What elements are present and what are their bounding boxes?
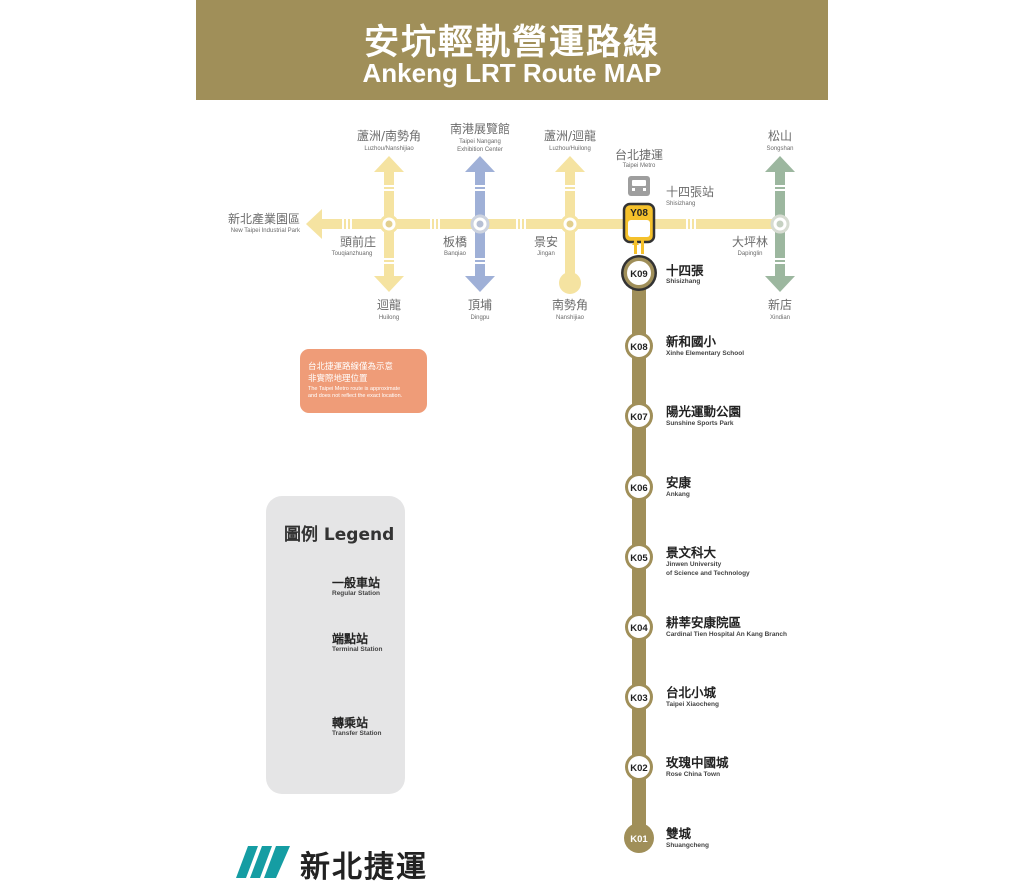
- station-name-k03: 台北小城: [666, 685, 717, 700]
- map-subtitle: Ankeng LRT Route MAP: [362, 58, 662, 88]
- branch-4-up: 松山: [768, 129, 792, 143]
- legend-terminal-en: Terminal Station: [332, 646, 383, 653]
- station-code-k04: K04: [630, 623, 648, 634]
- ntmetro-stripes-logo: [236, 846, 290, 878]
- yellow-line: [306, 209, 784, 239]
- metro-label-en: Taipei Metro: [623, 163, 656, 169]
- legend-transfer-en: Transfer Station: [332, 730, 382, 737]
- station-dapinglin: 大坪林: [732, 235, 768, 249]
- station-en-k05: Jinwen University: [666, 561, 722, 568]
- branch-4-up-en: Songshan: [766, 146, 793, 152]
- note-line-zh-2: 非實際地理位置: [308, 374, 368, 384]
- station-k08[interactable]: [625, 332, 653, 360]
- station-k02[interactable]: [625, 753, 653, 781]
- station-code-k09: K09: [630, 269, 647, 280]
- interchange-1[interactable]: [379, 214, 399, 234]
- station-en-k03: Taipei Xiaocheng: [666, 701, 719, 708]
- station-name-k02: 玫瑰中國城: [666, 755, 729, 770]
- transfer-station-en: Shisizhang: [666, 201, 695, 207]
- station-en-k08: Xinhe Elementary School: [666, 350, 744, 357]
- station-k03[interactable]: [625, 683, 653, 711]
- station-name-k06: 安康: [666, 475, 692, 490]
- branch-2-up-en2: Exhibition Center: [457, 147, 503, 153]
- branch-3-up: 蘆洲/迴龍: [544, 128, 596, 143]
- station-k05[interactable]: [625, 543, 653, 571]
- station-en-k01: Shuangcheng: [666, 842, 709, 849]
- legend-title: 圖例 Legend: [284, 525, 395, 545]
- station-k04[interactable]: [625, 613, 653, 641]
- logo-text: 新北捷運: [300, 850, 428, 885]
- station-en2-k05: of Science and Technology: [666, 570, 750, 577]
- branch-2-up: 南港展覽館: [450, 121, 510, 136]
- route-note: 台北捷運路線僅為示意 非實際地理位置 The Taipei Metro rout…: [300, 349, 427, 413]
- station-name-k04: 耕莘安康院區: [666, 615, 742, 630]
- station-en-k06: Ankang: [666, 491, 690, 498]
- legend-regular-en: Regular Station: [332, 590, 381, 597]
- branch-2-up-en: Taipei Nangang: [459, 139, 501, 145]
- station-k06[interactable]: [625, 473, 653, 501]
- branch-1-down-en: Huilong: [379, 315, 399, 321]
- legend-transfer-label: 轉乘站: [332, 716, 369, 730]
- legend-regular-label: 一般車站: [332, 576, 381, 590]
- transfer-code: Y08: [630, 208, 648, 219]
- station-name-k07: 陽光運動公園: [666, 404, 741, 419]
- station-banqiao-en: Banqiao: [444, 251, 467, 257]
- terminal-dot: [559, 272, 581, 294]
- note-line-en-2: and does not reflect the exact location.: [308, 393, 403, 399]
- west-terminal-name: 新北產業園區: [228, 211, 300, 226]
- station-en-k02: Rose China Town: [666, 771, 720, 778]
- station-name-k08: 新和國小: [666, 334, 717, 349]
- station-code-k07: K07: [630, 412, 647, 423]
- station-dapinglin-en: Dapinglin: [737, 251, 762, 257]
- legend-terminal-label: 端點站: [332, 632, 369, 646]
- station-jingan: 景安: [534, 234, 558, 249]
- note-line-en-1: The Taipei Metro route is approximate: [308, 386, 401, 392]
- branch-3-down: 南勢角: [552, 297, 588, 312]
- station-name-k09: 十四張: [666, 263, 704, 278]
- map-title: 安坑輕軌營運路線: [363, 23, 660, 63]
- station-en-k04: Cardinal Tien Hospital An Kang Branch: [666, 631, 787, 638]
- station-en-k07: Sunshine Sports Park: [666, 420, 734, 427]
- transfer-station[interactable]: [621, 202, 657, 291]
- station-k01[interactable]: [624, 823, 654, 853]
- branch-2-down-en: Dingpu: [470, 315, 489, 321]
- station-code-k08: K08: [630, 342, 647, 353]
- interchange-4[interactable]: [770, 214, 790, 234]
- branch-3-down-en: Nanshijiao: [556, 315, 585, 321]
- branch-1-down: 迴龍: [377, 297, 401, 312]
- transfer-station-name: 十四張站: [666, 185, 714, 199]
- note-line-zh-1: 台北捷運路線僅為示意: [308, 362, 394, 372]
- branch-3-up-en: Luzhou/Huilong: [549, 146, 591, 152]
- branch-1-up: 蘆洲/南勢角: [357, 128, 421, 143]
- station-jingan-en: Jingan: [537, 251, 555, 257]
- train-icon: [628, 176, 650, 196]
- station-code-k02: K02: [630, 763, 647, 774]
- station-touqianzhuang: 頭前庄: [340, 234, 376, 249]
- station-k07[interactable]: [625, 402, 653, 430]
- station-code-k03: K03: [630, 693, 647, 704]
- legend-panel: 圖例 Legend 一般車站 Regular Station 端點站 Termi…: [266, 496, 405, 794]
- station-code-k01: K01: [630, 834, 648, 845]
- station-touqianzhuang-en: Touqianzhuang: [332, 251, 373, 257]
- station-name-k05: 景文科大: [666, 545, 717, 560]
- station-code-k06: K06: [630, 483, 647, 494]
- interchange-2[interactable]: [470, 214, 490, 234]
- title-banner: 安坑輕軌營運路線 Ankeng LRT Route MAP: [196, 0, 828, 100]
- branch-4-down-en: Xindian: [770, 315, 790, 321]
- station-code-k05: K05: [630, 553, 648, 564]
- station-en-k09: Shisizhang: [666, 278, 700, 285]
- station-name-k01: 雙城: [666, 826, 692, 841]
- branch-4-down: 新店: [768, 297, 792, 312]
- branch-2-down: 頂埔: [468, 298, 492, 312]
- west-terminal-en: New Taipei Industrial Park: [231, 228, 301, 234]
- interchange-3[interactable]: [560, 214, 580, 234]
- station-banqiao: 板橋: [443, 235, 467, 249]
- branch-1-up-en: Luzhou/Nanshijiao: [364, 146, 414, 152]
- metro-label: 台北捷運: [615, 147, 663, 162]
